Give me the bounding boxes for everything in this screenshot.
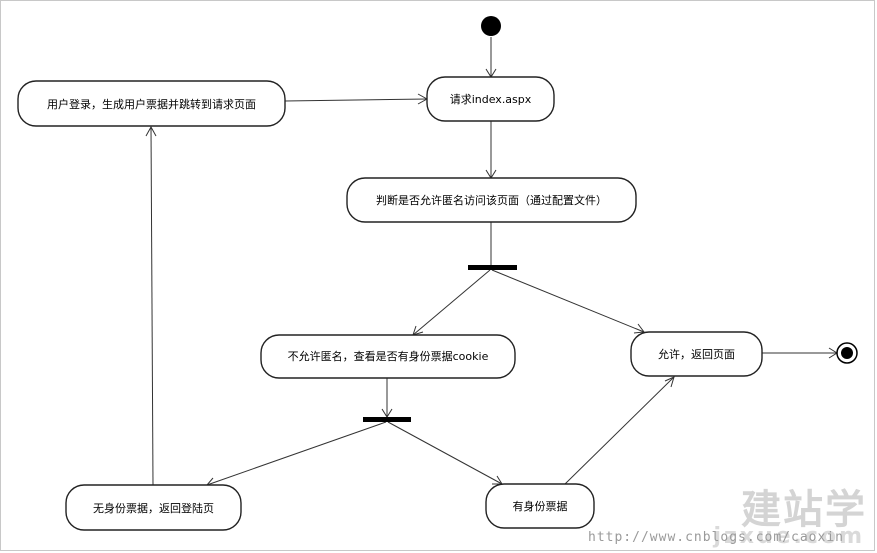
- fork-bar-2: [363, 417, 411, 422]
- node-login-label: 用户登录，生成用户票据并跳转到请求页面: [47, 97, 256, 111]
- edge-hasticket-allow: [564, 376, 675, 485]
- node-check-anonymous: 判断是否允许匿名访问该页面（通过配置文件）: [346, 177, 637, 223]
- watermark-brand: 建站学: [741, 487, 867, 533]
- node-request: 请求index.aspx: [426, 76, 555, 122]
- edge-noticket-login: [150, 126, 154, 486]
- arrowhead: [145, 125, 157, 137]
- node-login: 用户登录，生成用户票据并跳转到请求页面: [17, 80, 286, 127]
- node-allow: 允许，返回页面: [630, 331, 763, 377]
- node-check-anonymous-label: 判断是否允许匿名访问该页面（通过配置文件）: [376, 193, 607, 207]
- node-no-ticket: 无身份票据，返回登陆页: [65, 484, 242, 531]
- end-node: [836, 342, 858, 364]
- arrowhead: [664, 376, 675, 388]
- watermark-url: http://www.cnblogs.com/caoxin: [588, 530, 844, 545]
- node-has-ticket: 有身份票据: [485, 483, 595, 529]
- edge-login-request: [284, 98, 428, 102]
- node-no-ticket-label: 无身份票据，返回登陆页: [93, 501, 214, 515]
- start-node: [481, 16, 501, 36]
- node-has-ticket-label: 有身份票据: [513, 499, 568, 513]
- node-no-anonymous: 不允许匿名，查看是否有身份票据cookie: [260, 334, 516, 379]
- edge-fork2-hasticket: [387, 421, 503, 485]
- node-no-anonymous-label: 不允许匿名，查看是否有身份票据cookie: [288, 349, 489, 363]
- edge-fork2-noticket: [206, 421, 387, 486]
- watermark-domain: jzxue.com: [713, 524, 865, 549]
- fork-bar-1: [468, 265, 517, 270]
- edge-fork1-allow: [491, 269, 645, 333]
- node-request-label: 请求index.aspx: [450, 93, 532, 106]
- node-allow-label: 允许，返回页面: [658, 347, 735, 361]
- edge-fork1-noanon: [412, 269, 491, 336]
